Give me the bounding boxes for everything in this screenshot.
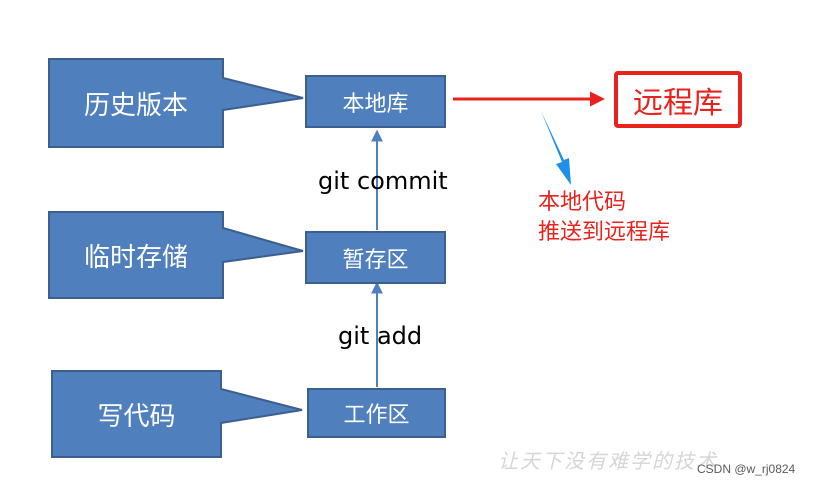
watermark-credit: CSDN @w_rj0824	[697, 462, 796, 476]
remote-repo-box: 远程库	[614, 71, 742, 128]
staging-area-box: 暂存区	[305, 231, 446, 284]
push-note-line2: 推送到远程库	[538, 220, 671, 245]
watermark-slogan: 让天下没有难学的技术	[498, 449, 718, 473]
pointer-arrow	[541, 111, 571, 185]
callout-writing-shape	[51, 370, 303, 458]
callout-staging-shape	[48, 211, 304, 299]
callout-writing-label: 写代码	[97, 401, 176, 432]
local-repo-box: 本地库	[305, 75, 446, 128]
push-note-line1: 本地代码	[538, 190, 627, 215]
workspace-box: 工作区	[307, 388, 446, 438]
git-commit-label: git commit	[318, 167, 448, 195]
push-note: 本地代码 推送到远程库	[538, 188, 670, 248]
git-add-label: git add	[338, 322, 423, 350]
callout-history-label: 历史版本	[83, 90, 188, 121]
callout-staging-label: 临时存储	[83, 242, 188, 273]
callout-history-shape	[48, 58, 304, 148]
